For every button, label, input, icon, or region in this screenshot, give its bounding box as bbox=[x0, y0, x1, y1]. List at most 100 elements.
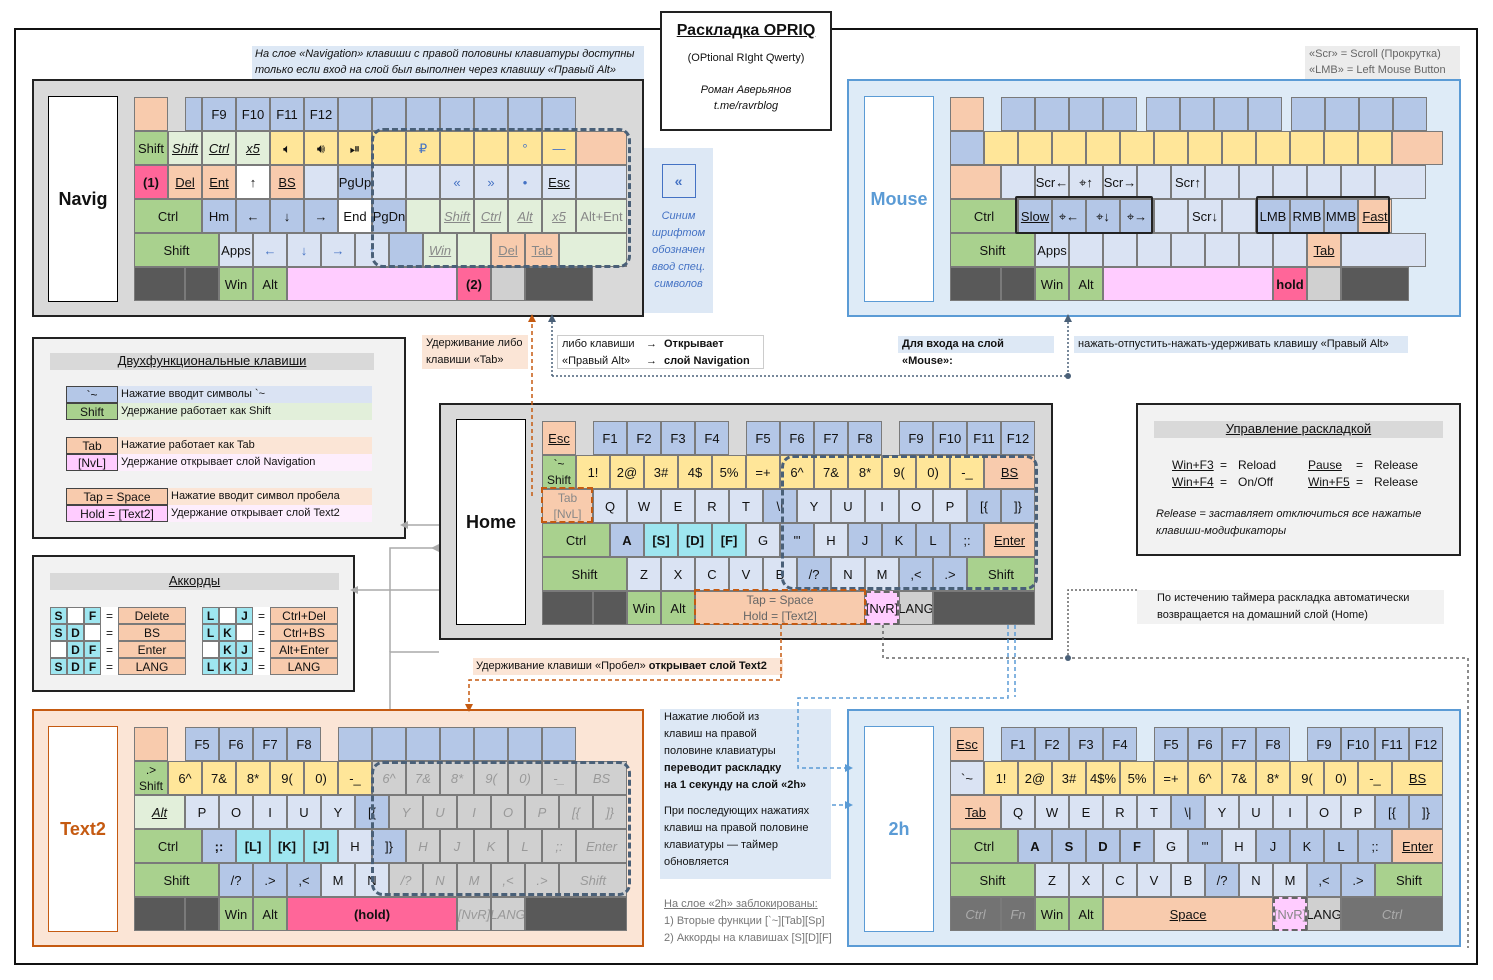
mouse-key bbox=[1154, 199, 1188, 233]
control-note1: Release = заставляет отключиться все наж… bbox=[1156, 508, 1422, 520]
chord-right-value: Ctrl+Del bbox=[270, 607, 338, 624]
h2-key: I bbox=[1273, 795, 1307, 829]
mouse-key: Shift bbox=[950, 233, 1035, 267]
navig-key: ← bbox=[253, 233, 287, 267]
h2-key: W bbox=[1035, 795, 1069, 829]
navig-key: — bbox=[542, 131, 576, 165]
chord-left-key: S bbox=[50, 607, 67, 624]
h2-key: Q bbox=[1001, 795, 1035, 829]
h2-key: 6^ bbox=[1188, 761, 1222, 795]
home-key: Alt bbox=[661, 591, 695, 625]
home-key: [{ bbox=[967, 489, 1001, 523]
navig-key: End bbox=[338, 199, 372, 233]
control-eq: = bbox=[1220, 474, 1228, 489]
chord-right-key: L bbox=[202, 658, 219, 675]
chord-right-key: L bbox=[202, 624, 219, 641]
home-key: F11 bbox=[967, 421, 1001, 455]
h2-key: Space bbox=[1103, 897, 1273, 931]
h2-key: L bbox=[1324, 829, 1358, 863]
h2-key: N bbox=[1239, 863, 1273, 897]
mouse-key: Tab bbox=[1307, 233, 1341, 267]
navig-key: ← bbox=[236, 199, 270, 233]
home-key: [F] bbox=[712, 523, 746, 557]
mouse-key bbox=[950, 97, 984, 131]
home-key: V bbox=[729, 557, 763, 591]
text2-key: .> bbox=[525, 863, 559, 897]
mouse-key: Alt bbox=[1069, 267, 1103, 301]
text2-key: I bbox=[253, 795, 287, 829]
mouse-key bbox=[1392, 131, 1443, 165]
navig-key: Tab bbox=[525, 233, 559, 267]
chord-left-key: F bbox=[84, 607, 101, 624]
mouse-key bbox=[1035, 97, 1069, 131]
navig-key: PgUp bbox=[338, 165, 372, 199]
home-key: 5% bbox=[712, 455, 746, 489]
text2-key: P bbox=[185, 795, 219, 829]
navig-key: Shift bbox=[134, 233, 219, 267]
chord-left-key bbox=[84, 624, 101, 641]
nav-note: На слое «Navigation» клавиши с правой по… bbox=[252, 46, 644, 80]
mouse-key bbox=[1001, 267, 1035, 301]
chord-right-key bbox=[236, 624, 253, 641]
control-eq: = bbox=[1356, 457, 1364, 472]
dual-text: Нажатие работает как Tab bbox=[118, 437, 372, 454]
mouse-key bbox=[1214, 97, 1248, 131]
title-sub: (OPtional RIght Qwerty) bbox=[687, 52, 805, 64]
side-note-l1: Синим bbox=[661, 210, 696, 222]
text2-key: H bbox=[338, 829, 372, 863]
home-key: C bbox=[695, 557, 729, 591]
mouse-key: Apps bbox=[1035, 233, 1069, 267]
line-nvr-2h bbox=[882, 625, 1469, 948]
h2-key: F12 bbox=[1409, 727, 1443, 761]
h2-key: A bbox=[1018, 829, 1052, 863]
h2-key: Shift bbox=[950, 863, 1035, 897]
home-key bbox=[933, 591, 1035, 625]
mouse-key: Win bbox=[1035, 267, 1069, 301]
mouse-key bbox=[1325, 97, 1359, 131]
home-key: F7 bbox=[814, 421, 848, 455]
home-key: .> bbox=[933, 557, 967, 591]
home-key: Enter bbox=[984, 523, 1035, 557]
text2-key: F7 bbox=[253, 727, 287, 761]
navig-key: Ctrl bbox=[202, 131, 236, 165]
dual-key: Tap = Space bbox=[66, 488, 168, 505]
text2-key bbox=[542, 727, 576, 761]
mouse-key bbox=[1205, 233, 1239, 267]
h2-key: 1! bbox=[984, 761, 1018, 795]
navig-key: x5 bbox=[542, 199, 576, 233]
home-key: O bbox=[899, 489, 933, 523]
mouse-key bbox=[1324, 131, 1358, 165]
home-key: ,< bbox=[899, 557, 933, 591]
h2-key: Tab bbox=[950, 795, 1001, 829]
home-key: F4 bbox=[695, 421, 729, 455]
h2-key: Enter bbox=[1392, 829, 1443, 863]
space-note-b: открывает слой Text2 bbox=[648, 660, 767, 672]
arrow-dual bbox=[400, 521, 408, 529]
mouse-label: Mouse bbox=[864, 96, 934, 302]
navig-key bbox=[304, 165, 338, 199]
navig-key: Del bbox=[491, 233, 525, 267]
space-note: Удерживание клавиши «Пробел» открывает с… bbox=[473, 658, 783, 675]
dual-key: Shift bbox=[66, 403, 118, 420]
h2-key: F6 bbox=[1188, 727, 1222, 761]
navig-key bbox=[576, 131, 627, 165]
navig-key: Win bbox=[423, 233, 457, 267]
mouse-key bbox=[1103, 267, 1273, 301]
h2-key: Ctrl bbox=[1341, 897, 1443, 931]
h2-key: 2@ bbox=[1018, 761, 1052, 795]
title-main: Раскладка OPRIQ bbox=[676, 22, 816, 39]
text2-key: 7& bbox=[202, 761, 236, 795]
chord-left-value: LANG bbox=[118, 658, 186, 675]
home-key: U bbox=[831, 489, 865, 523]
navig-key: » bbox=[474, 165, 508, 199]
home-key: Tab[NvL] bbox=[542, 489, 593, 523]
home-key: F1 bbox=[593, 421, 627, 455]
home-key: Q bbox=[593, 489, 627, 523]
home-key: -_ bbox=[950, 455, 984, 489]
text2-key: U bbox=[287, 795, 321, 829]
home-key: Shift bbox=[542, 557, 627, 591]
navig-key bbox=[525, 267, 593, 301]
h2-key: F11 bbox=[1375, 727, 1409, 761]
text2-key: F5 bbox=[185, 727, 219, 761]
text2-key: (hold) bbox=[287, 897, 457, 931]
